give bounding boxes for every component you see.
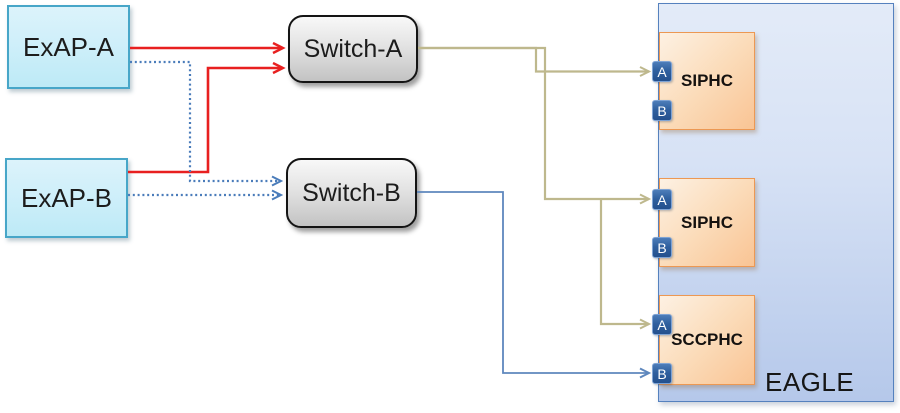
node-eagle: EAGLE	[658, 3, 894, 402]
card-sccphc: SCCPHC	[659, 295, 755, 385]
port-siphc-1-A: A	[652, 61, 672, 82]
wire-switchA-to-siphc2-A	[418, 46, 652, 205]
exap-b-label: ExAP-B	[20, 182, 113, 213]
port-label: A	[657, 191, 667, 208]
wire-exapA-to-switchB	[130, 60, 284, 187]
wire-switchA-to-sccphc-A	[599, 199, 652, 330]
exap-a-label: ExAP-A	[22, 31, 115, 62]
node-switch-b: Switch-B	[286, 158, 417, 228]
card-sccphc-label: SCCPHC	[671, 330, 743, 349]
port-label: B	[657, 365, 667, 382]
card-siphc-2: SIPHC	[659, 178, 755, 267]
wire-exapB-to-switchA	[128, 68, 283, 174]
node-switch-a: Switch-A	[288, 15, 418, 83]
port-label: A	[657, 63, 667, 80]
node-exap-b: ExAP-B	[5, 158, 128, 238]
wire-switchA-to-siphc1-A	[418, 46, 652, 77]
port-siphc-2-B: B	[652, 237, 672, 258]
port-label: A	[657, 316, 667, 333]
port-siphc-1-B: B	[652, 100, 672, 121]
card-siphc-2-label: SIPHC	[681, 212, 733, 232]
port-sccphc-A: A	[652, 314, 672, 335]
port-label: B	[657, 102, 667, 119]
card-siphc-1-label: SIPHC	[681, 71, 733, 90]
node-exap-a: ExAP-A	[7, 5, 130, 89]
port-sccphc-B: B	[652, 363, 672, 384]
card-siphc-1: SIPHC	[659, 32, 755, 130]
port-siphc-2-A: A	[652, 189, 672, 210]
switch-a-label: Switch-A	[303, 34, 403, 63]
wire-switchB-to-sccphc-B	[417, 191, 652, 379]
switch-b-label: Switch-B	[302, 178, 401, 207]
port-label: B	[657, 239, 667, 256]
eagle-label: EAGLE	[765, 367, 855, 397]
